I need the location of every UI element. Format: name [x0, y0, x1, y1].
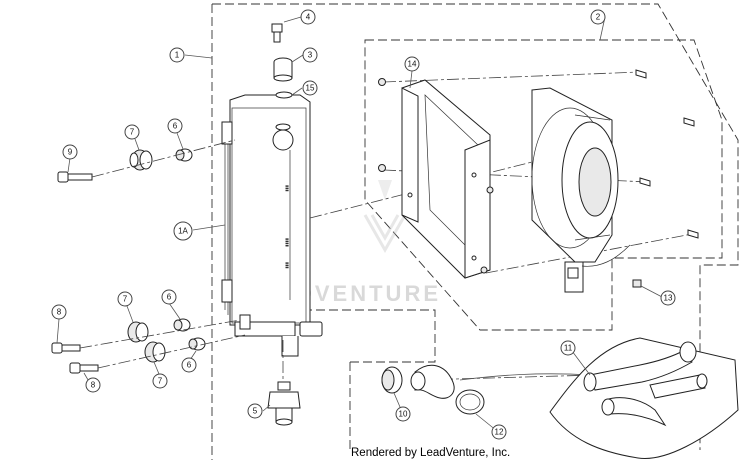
- callout-8-upper[interactable]: 8: [51, 304, 67, 320]
- hose-kit-bag-11: [549, 337, 739, 459]
- svg-text:13: 13: [664, 294, 673, 303]
- bolt-8-upper: [51, 342, 81, 354]
- callout-13[interactable]: 13: [660, 290, 676, 306]
- svg-text:1A: 1A: [178, 227, 188, 236]
- svg-text:3: 3: [308, 51, 313, 60]
- callout-10[interactable]: 10: [395, 406, 411, 422]
- callout-4[interactable]: 4: [300, 9, 316, 25]
- o-ring-15: [275, 91, 293, 99]
- svg-text:2: 2: [596, 13, 601, 22]
- bolt-8-lower: [69, 362, 99, 374]
- callout-15[interactable]: 15: [302, 80, 318, 96]
- axis-line-8a: [79, 319, 241, 349]
- callout-3[interactable]: 3: [302, 47, 318, 63]
- shroud-screws: [378, 78, 494, 274]
- assembly-outline-2: [364, 39, 723, 331]
- callout-8-lower[interactable]: 8: [85, 377, 101, 393]
- svg-text:7: 7: [158, 377, 163, 386]
- callout-6-low[interactable]: 6: [181, 357, 197, 373]
- callout-2[interactable]: 2: [590, 9, 606, 25]
- watermark-logo: [363, 180, 407, 254]
- svg-text:4: 4: [306, 13, 311, 22]
- svg-text:7: 7: [123, 295, 128, 304]
- leader-lines: [56, 16, 665, 432]
- callout-1a[interactable]: 1A: [173, 221, 193, 241]
- svg-text:5: 5: [253, 407, 258, 416]
- callout-11[interactable]: 11: [560, 340, 576, 356]
- callout-1[interactable]: 1: [169, 47, 185, 63]
- cap-screw-4: [271, 23, 283, 43]
- radiator-fan-2: [531, 87, 631, 293]
- svg-text:15: 15: [306, 84, 315, 93]
- svg-text:9: 9: [68, 148, 73, 157]
- clip-13: [632, 279, 642, 288]
- svg-text:▮▮▮: ▮▮▮: [285, 185, 290, 192]
- grommet-7-low: [144, 341, 166, 363]
- grommet-7-mid: [127, 321, 149, 343]
- svg-text:8: 8: [57, 308, 62, 317]
- grommet-7-top: [129, 149, 153, 171]
- svg-text:6: 6: [173, 122, 178, 131]
- assembly-outline-1: [211, 3, 739, 460]
- axis-line-fan: [309, 159, 541, 219]
- axis-line-low: [485, 233, 693, 274]
- callout-5[interactable]: 5: [247, 403, 263, 419]
- hose-clamp-12: [455, 389, 485, 415]
- bolt-9: [57, 171, 93, 183]
- callout-9[interactable]: 9: [62, 144, 78, 160]
- hose-elbow: [410, 364, 455, 399]
- axis-line-8b: [97, 334, 246, 369]
- svg-text:1: 1: [175, 51, 180, 60]
- collar-6-top: [175, 148, 193, 162]
- svg-text:6: 6: [187, 361, 192, 370]
- fan-shroud-14: [401, 79, 491, 279]
- cap-cushion-3: [273, 57, 293, 82]
- callout-6-mid[interactable]: 6: [161, 289, 177, 305]
- hose-fitting-10: [381, 366, 403, 394]
- svg-text:6: 6: [167, 293, 172, 302]
- callout-7-low[interactable]: 7: [152, 373, 168, 389]
- callout-14[interactable]: 14: [404, 56, 420, 72]
- collar-6-mid: [173, 318, 191, 332]
- axis-line-top: [383, 71, 641, 83]
- svg-text:▮▮▮▮: ▮▮▮▮: [285, 238, 290, 247]
- collar-6-low: [188, 337, 206, 351]
- hose-arrow: [459, 373, 591, 381]
- svg-text:10: 10: [399, 410, 408, 419]
- callout-7-mid[interactable]: 7: [117, 291, 133, 307]
- radiator-core: ▮▮▮▮ ▮▮▮ ▮▮▮: [221, 94, 323, 357]
- render-credit: Rendered by LeadVenture, Inc.: [351, 447, 511, 459]
- svg-text:▮▮▮: ▮▮▮: [285, 262, 290, 269]
- callout-7-top[interactable]: 7: [124, 124, 140, 140]
- svg-text:8: 8: [91, 381, 96, 390]
- svg-text:12: 12: [495, 428, 504, 437]
- callout-6-top[interactable]: 6: [167, 118, 183, 134]
- hose-outline: [240, 309, 436, 450]
- drain-plug-5: [267, 381, 301, 426]
- svg-text:11: 11: [564, 344, 573, 353]
- callout-12[interactable]: 12: [491, 424, 507, 440]
- svg-text:7: 7: [130, 128, 135, 137]
- svg-text:14: 14: [408, 60, 417, 69]
- axis-line-9: [91, 139, 236, 178]
- fan-screws: [635, 69, 699, 239]
